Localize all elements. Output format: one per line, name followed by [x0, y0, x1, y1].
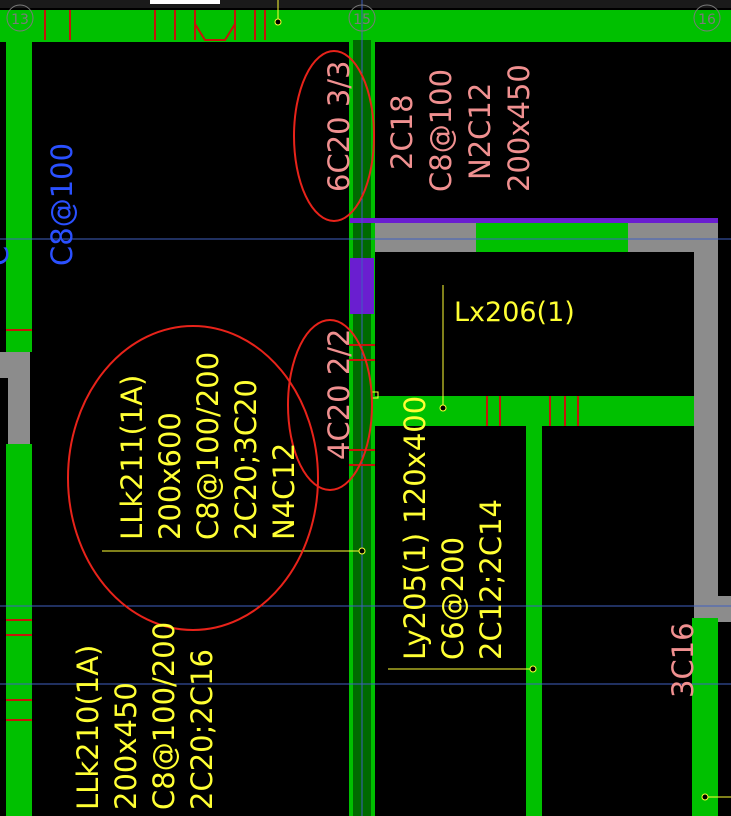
label-llk210-size: 200x450	[109, 682, 143, 810]
beams	[0, 10, 731, 816]
annotation-ellipse-top	[293, 50, 375, 222]
label-200x450-top: 200x450	[502, 64, 536, 192]
label-4c20: 4C20 2/2	[322, 329, 356, 461]
beam-lx206	[374, 396, 694, 426]
beam-left-lower	[6, 444, 32, 816]
axis-label-15: 15	[353, 12, 371, 28]
beam-ly205	[526, 426, 542, 816]
label-c8-100-left: C8@100	[45, 143, 79, 266]
rebar-bend	[194, 23, 236, 41]
axis-bubble-13	[6, 4, 34, 32]
label-llk211-side: N4C12	[267, 443, 301, 540]
label-2c18: 2C18	[385, 94, 419, 170]
label-ly205-name: Ly205(1) 120x400	[398, 396, 432, 660]
top-strip	[0, 0, 731, 8]
label-c8-100-right: C8@100	[424, 69, 458, 192]
label-llk210-stirrup: C8@100/200	[147, 622, 181, 810]
axis-label-16: 16	[698, 12, 716, 28]
wall-segment	[8, 352, 30, 444]
axis-bubble-15	[348, 4, 376, 32]
column-purple-edge	[350, 218, 718, 223]
leader-marker	[274, 18, 282, 26]
label-6c20: 6C20 3/3	[322, 61, 356, 193]
label-llk210-bars: 2C20;2C16	[185, 649, 219, 810]
leader-marker	[529, 665, 537, 673]
label-llk210-name: LLk210(1A)	[71, 645, 105, 810]
beam-top	[0, 10, 731, 42]
pink-labels: 6C20 3/3 2C18 C8@100 N2C12 200x450 4C20 …	[322, 61, 700, 699]
blue-labels: C8@100 C	[0, 143, 79, 266]
leader-markers	[274, 18, 709, 801]
label-llk211-bars: 2C20;3C20	[229, 379, 263, 540]
label-ly205-stirrup: C6@200	[436, 537, 470, 660]
wall-segment	[694, 596, 731, 622]
beam-left	[6, 40, 32, 352]
label-3c16: 3C16	[666, 622, 700, 698]
leader-marker	[358, 547, 366, 555]
leader-lines	[102, 0, 731, 798]
label-cut-left: C	[0, 246, 15, 266]
axis-bubble-16	[693, 4, 721, 32]
leader-marker	[439, 404, 447, 412]
label-llk211-stirrup: C8@100/200	[191, 352, 225, 540]
label-ly205-bars: 2C12;2C14	[474, 499, 508, 660]
yellow-labels: Lx206(1) LLk211(1A) 200x600 C8@100/200 2…	[71, 297, 575, 810]
beam-right-lower	[692, 618, 718, 816]
label-llk211-name: LLk211(1A)	[115, 375, 149, 540]
annotation-ellipse-left	[67, 325, 319, 631]
axis-label-13: 13	[11, 12, 29, 28]
rebar-ticks	[6, 10, 579, 721]
leader-marker	[701, 793, 709, 801]
wall-segment	[694, 238, 718, 618]
beam-mid-horizontal	[476, 222, 628, 252]
top-strip-tab	[150, 0, 220, 4]
annotation-ellipses	[67, 50, 375, 631]
axis-bubbles: 13 15 16	[6, 4, 721, 32]
label-n2c12: N2C12	[463, 83, 497, 180]
label-lx206: Lx206(1)	[454, 297, 575, 328]
label-llk211-size: 200x600	[153, 412, 187, 540]
annotation-ellipse-middle	[287, 319, 373, 491]
